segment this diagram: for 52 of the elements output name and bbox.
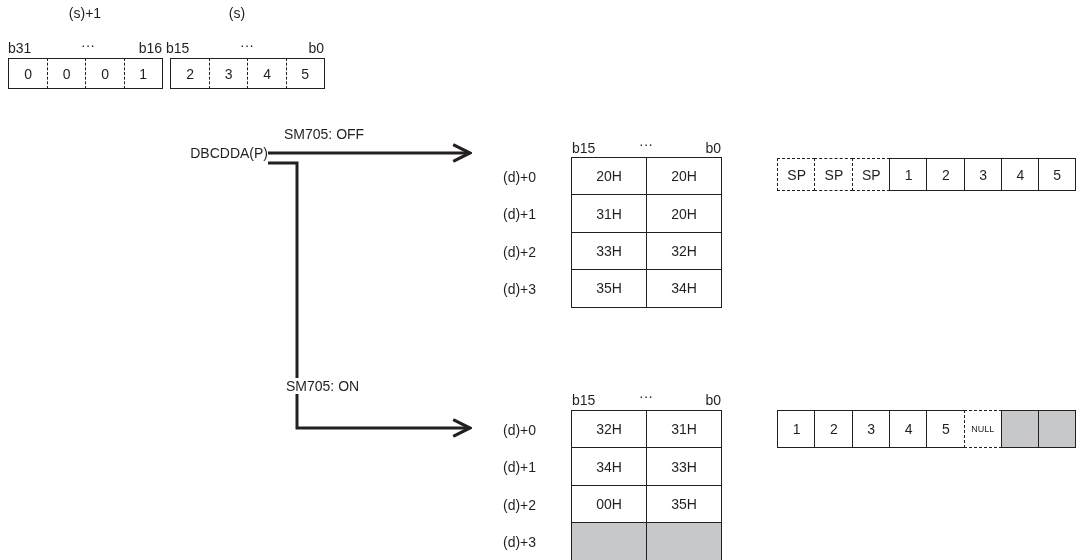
register-cell: 3 [208, 58, 248, 89]
character-cell: SP [777, 158, 816, 191]
character-cell: 5 [926, 410, 965, 448]
device-label: (d)+2 [503, 497, 537, 512]
register-cell: 1 [123, 58, 163, 89]
register-cell: 34H [646, 269, 722, 308]
bit-label: ··· [240, 38, 254, 52]
character-cell: SP [851, 158, 890, 191]
register-cell: 20H [646, 157, 722, 196]
character-cell: 2 [926, 158, 965, 191]
bit-label: ··· [639, 137, 653, 151]
register-cell: 0 [46, 58, 86, 89]
device-label: (d)+2 [503, 244, 537, 259]
bit-label: ··· [639, 389, 653, 403]
register-cell: 32H [571, 410, 647, 449]
character-cell: 2 [814, 410, 853, 448]
device-label: (s)+1 [68, 6, 102, 20]
bit-label: b31 [8, 41, 32, 55]
edge-label: SM705: OFF [282, 126, 367, 142]
device-label: (d)+0 [503, 422, 537, 437]
bit-label: b16 [138, 41, 162, 55]
device-label: (d)+0 [503, 169, 537, 184]
character-cell: 4 [888, 410, 928, 448]
bit-label: b15 [166, 41, 190, 55]
register-cell: 2 [170, 58, 210, 89]
character-cell: 5 [1038, 158, 1076, 191]
character-cell: 3 [851, 410, 890, 448]
bit-label: b15 [572, 393, 596, 407]
register-cell: 5 [285, 58, 325, 89]
register-cell: 4 [247, 58, 287, 89]
register-cell: 20H [571, 157, 647, 196]
register-cell: 35H [571, 269, 647, 308]
register-cell: 0 [85, 58, 125, 89]
bit-label: b0 [705, 393, 721, 407]
register-cell: 0 [8, 58, 48, 89]
character-cell: 1 [777, 410, 816, 448]
device-label: (d)+1 [503, 207, 537, 222]
device-label: (d)+3 [503, 534, 537, 549]
character-cell: NULL [963, 410, 1002, 448]
device-label: (d)+3 [503, 281, 537, 296]
bit-label: b0 [705, 141, 721, 155]
device-label: (d)+1 [503, 460, 537, 475]
bit-label: ··· [81, 38, 95, 52]
character-cell: SP [814, 158, 853, 191]
register-cell: 31H [646, 410, 722, 449]
bit-label: b0 [308, 41, 324, 55]
arrow [268, 143, 472, 163]
character-cell: 3 [963, 158, 1002, 191]
arrow [268, 161, 472, 438]
instruction-label: DBCDDA(P) [150, 141, 268, 165]
bit-label: b15 [572, 141, 596, 155]
device-label: (s) [228, 6, 246, 20]
